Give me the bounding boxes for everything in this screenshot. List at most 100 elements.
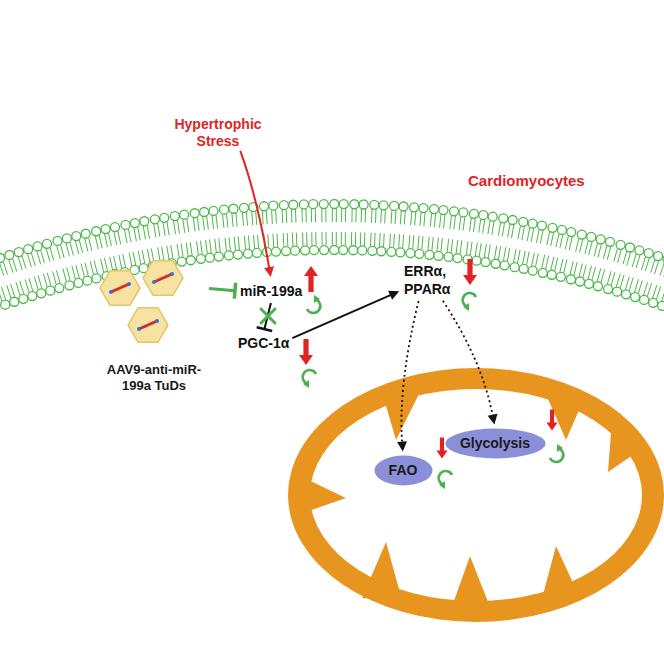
lipid-head — [92, 227, 101, 236]
lipid-tail — [547, 232, 550, 245]
lipid-tail — [193, 218, 195, 231]
lipid-head — [584, 279, 593, 288]
lipid-head — [170, 212, 179, 221]
lipid-tail — [332, 232, 333, 245]
lipid-head — [309, 200, 318, 209]
lipid-head — [220, 205, 229, 214]
cell-membrane — [0, 200, 664, 313]
lipid-tail — [454, 216, 456, 229]
lipid-tail — [177, 220, 179, 233]
lipid-head — [606, 237, 615, 246]
lipid-head — [644, 249, 653, 258]
lipid-tail — [119, 255, 122, 268]
lipid-tail — [13, 259, 17, 272]
lipid-tail — [569, 237, 572, 250]
lipid-head — [631, 293, 640, 302]
lipid-tail — [248, 236, 249, 249]
arrowhead — [397, 441, 407, 451]
lipid-head — [430, 205, 439, 214]
lipid-tail — [456, 240, 458, 253]
lipid-head — [557, 225, 566, 234]
lipid-tail — [437, 238, 438, 251]
lipid-tail — [565, 236, 568, 249]
lipid-head — [252, 248, 261, 257]
lipid-tail — [592, 267, 595, 280]
lipid-head — [24, 245, 33, 254]
lipid-head — [654, 252, 663, 261]
lipid-tail — [466, 241, 468, 254]
cristae — [300, 392, 640, 612]
lipid-head — [243, 249, 252, 258]
lipid-tail — [138, 251, 141, 264]
lipid-tail — [542, 255, 545, 268]
lipid-tail — [601, 269, 605, 282]
lipid-tail — [655, 261, 659, 274]
lipid-head — [28, 292, 37, 301]
lipid-head — [616, 240, 625, 249]
lipid-head — [538, 268, 547, 277]
lipid-tail — [641, 257, 645, 270]
lipid-tail — [370, 233, 372, 246]
lipid-tail — [473, 219, 475, 232]
lipid-tail — [391, 210, 393, 223]
lipid-head — [425, 250, 434, 259]
lipid-tail — [295, 209, 297, 222]
lipid-tail — [518, 250, 520, 263]
lipid-head — [453, 254, 462, 263]
lipid-head — [37, 289, 46, 298]
lipid-tail — [186, 243, 188, 256]
lipid-tail — [275, 210, 277, 223]
lipid-tail — [227, 214, 228, 227]
blocked-mark — [261, 309, 275, 323]
lipid-tail — [660, 263, 664, 276]
lipid-head — [349, 246, 358, 255]
lipid-head — [481, 258, 490, 267]
lipid-head — [330, 246, 339, 255]
lipid-tail — [616, 274, 620, 287]
lipid-tail — [420, 212, 421, 225]
lipid-tail — [508, 224, 510, 237]
lipid-tail — [301, 209, 302, 222]
lipid-tail — [644, 282, 648, 295]
lipid-tail — [647, 283, 651, 296]
connector-line — [443, 301, 493, 416]
lipid-tail — [355, 232, 356, 245]
gene-label: miR-199a — [238, 280, 304, 302]
lipid-tail — [540, 230, 543, 243]
lipid-tail — [635, 279, 639, 292]
lipid-tail — [271, 210, 273, 223]
lipid-tail — [380, 210, 382, 223]
lipid-head — [399, 202, 408, 211]
lipid-head — [547, 270, 556, 279]
lipid-tail — [607, 271, 611, 284]
lipid-head — [449, 207, 458, 216]
lipid-tail — [89, 238, 92, 251]
lipid-tail — [527, 228, 530, 241]
lipid-tail — [200, 241, 202, 254]
lipid-tail — [345, 232, 346, 245]
ellipse-fill — [445, 428, 545, 458]
lipid-tail — [422, 236, 423, 249]
lipid-tail — [123, 254, 126, 267]
lipid-tail — [287, 233, 289, 246]
lipid-tail — [11, 284, 15, 297]
node-text: PGC-1α — [238, 334, 289, 352]
lipid-tail — [383, 233, 385, 246]
lipid-tail — [434, 214, 435, 227]
lipid-tail — [585, 241, 588, 254]
lipid-head — [101, 225, 110, 234]
lipid-tail — [171, 245, 173, 258]
lipid-tail — [167, 246, 169, 259]
lipid-tail — [536, 253, 539, 266]
treatment-label: AAV9-anti-miR-199a TuDs — [100, 262, 208, 394]
lipid-tail — [594, 243, 597, 256]
connector-line — [292, 295, 391, 338]
lipid-head — [224, 251, 233, 260]
lipid-tail — [61, 245, 65, 258]
lipid-tail — [167, 222, 169, 235]
lipid-tail — [360, 232, 361, 245]
lipid-tail — [618, 250, 622, 263]
lipid-tail — [110, 257, 113, 270]
lipid-tail — [22, 256, 26, 269]
